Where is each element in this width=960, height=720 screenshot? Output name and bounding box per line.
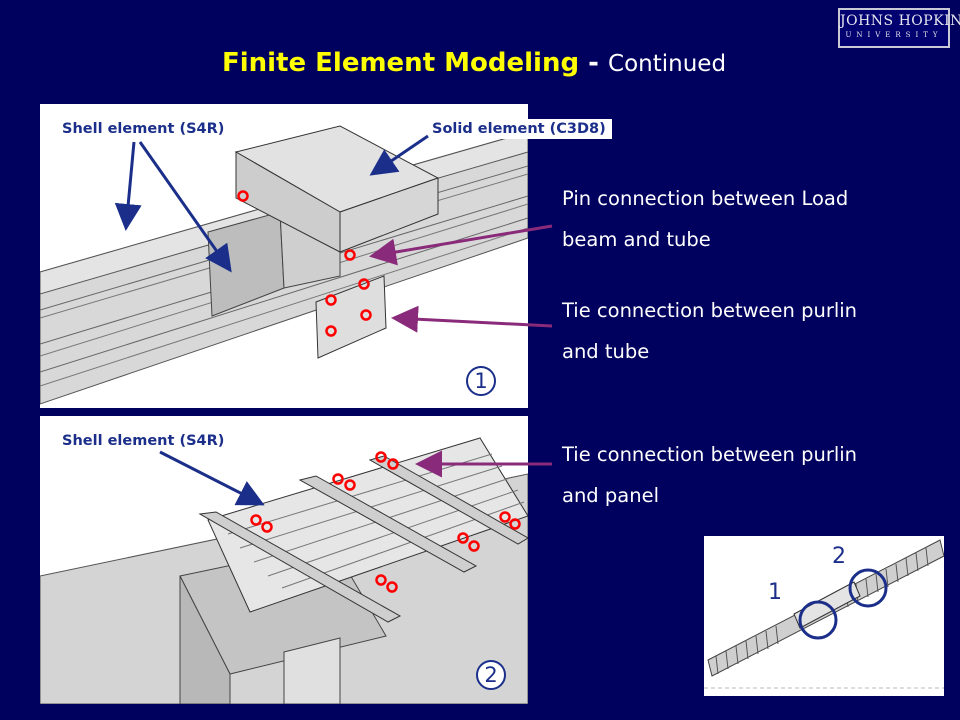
- model-image-2: [40, 416, 528, 704]
- panel-badge-2: 2: [476, 660, 506, 690]
- overview-label-1: 1: [768, 580, 782, 605]
- tie-panel-note-line-2: and panel: [562, 484, 659, 507]
- pin-connection-note: Pin connection between Load beam and tub…: [562, 178, 848, 260]
- slide-title: Finite Element Modeling - Continued: [0, 48, 948, 78]
- title-subtitle: Continued: [608, 51, 727, 77]
- solid-element-label: Solid element (C3D8): [426, 119, 612, 139]
- pin-note-line-1: Pin connection between Load: [562, 187, 849, 210]
- shell-element-label-1: Shell element (S4R): [62, 121, 225, 137]
- model-panel-2: 2: [40, 416, 528, 704]
- overview-drawing: [704, 536, 944, 696]
- tie-tube-note-line-2: and tube: [562, 340, 650, 363]
- title-main: Finite Element Modeling: [221, 48, 580, 78]
- logo-line-2: UNIVERSITY: [845, 31, 943, 39]
- university-logo: JOHNS HOPKINS UNIVERSITY: [838, 8, 960, 48]
- shell-element-label-2: Shell element (S4R): [62, 433, 225, 449]
- model-panel-1: 1: [40, 104, 528, 408]
- panel-badge-1: 1: [466, 366, 496, 396]
- overview-label-2: 2: [832, 544, 846, 569]
- title-dash: -: [588, 48, 599, 78]
- tie-panel-note-line-1: Tie connection between purlin: [562, 443, 858, 466]
- tie-tube-note-line-1: Tie connection between purlin: [562, 299, 858, 322]
- pin-note-line-2: beam and tube: [562, 228, 711, 251]
- logo-line-1: JOHNS HOPKINS: [840, 13, 960, 29]
- overview-image: 1 2: [704, 536, 944, 696]
- model-image-1: [40, 104, 528, 408]
- tie-tube-note: Tie connection between purlin and tube: [562, 290, 857, 372]
- tie-panel-note: Tie connection between purlin and panel: [562, 434, 857, 516]
